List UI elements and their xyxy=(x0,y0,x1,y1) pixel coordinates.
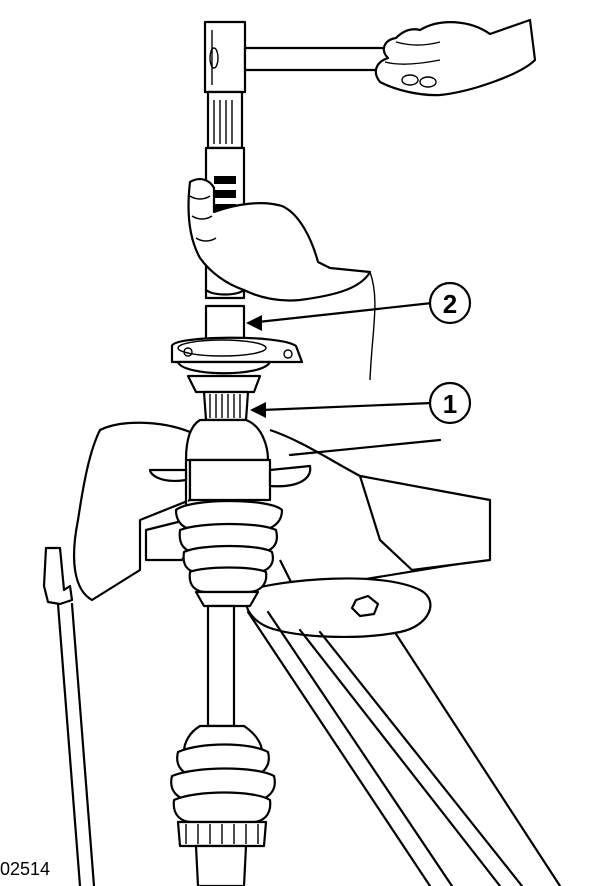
guide-flange xyxy=(170,336,304,422)
figure-number: 02514 xyxy=(0,859,51,879)
callout-1-label: 1 xyxy=(443,389,457,419)
callout-2-label: 2 xyxy=(443,289,457,319)
cv-joint-inner xyxy=(170,724,276,886)
lower-hand xyxy=(187,178,376,381)
halfshaft xyxy=(206,604,236,728)
bench-vise xyxy=(42,421,492,639)
callout-2: 2 xyxy=(246,281,472,331)
upper-hand xyxy=(374,18,537,97)
callout-1: 1 xyxy=(250,381,472,425)
bench-stand xyxy=(56,602,562,886)
cv-joint-outer xyxy=(148,418,312,608)
